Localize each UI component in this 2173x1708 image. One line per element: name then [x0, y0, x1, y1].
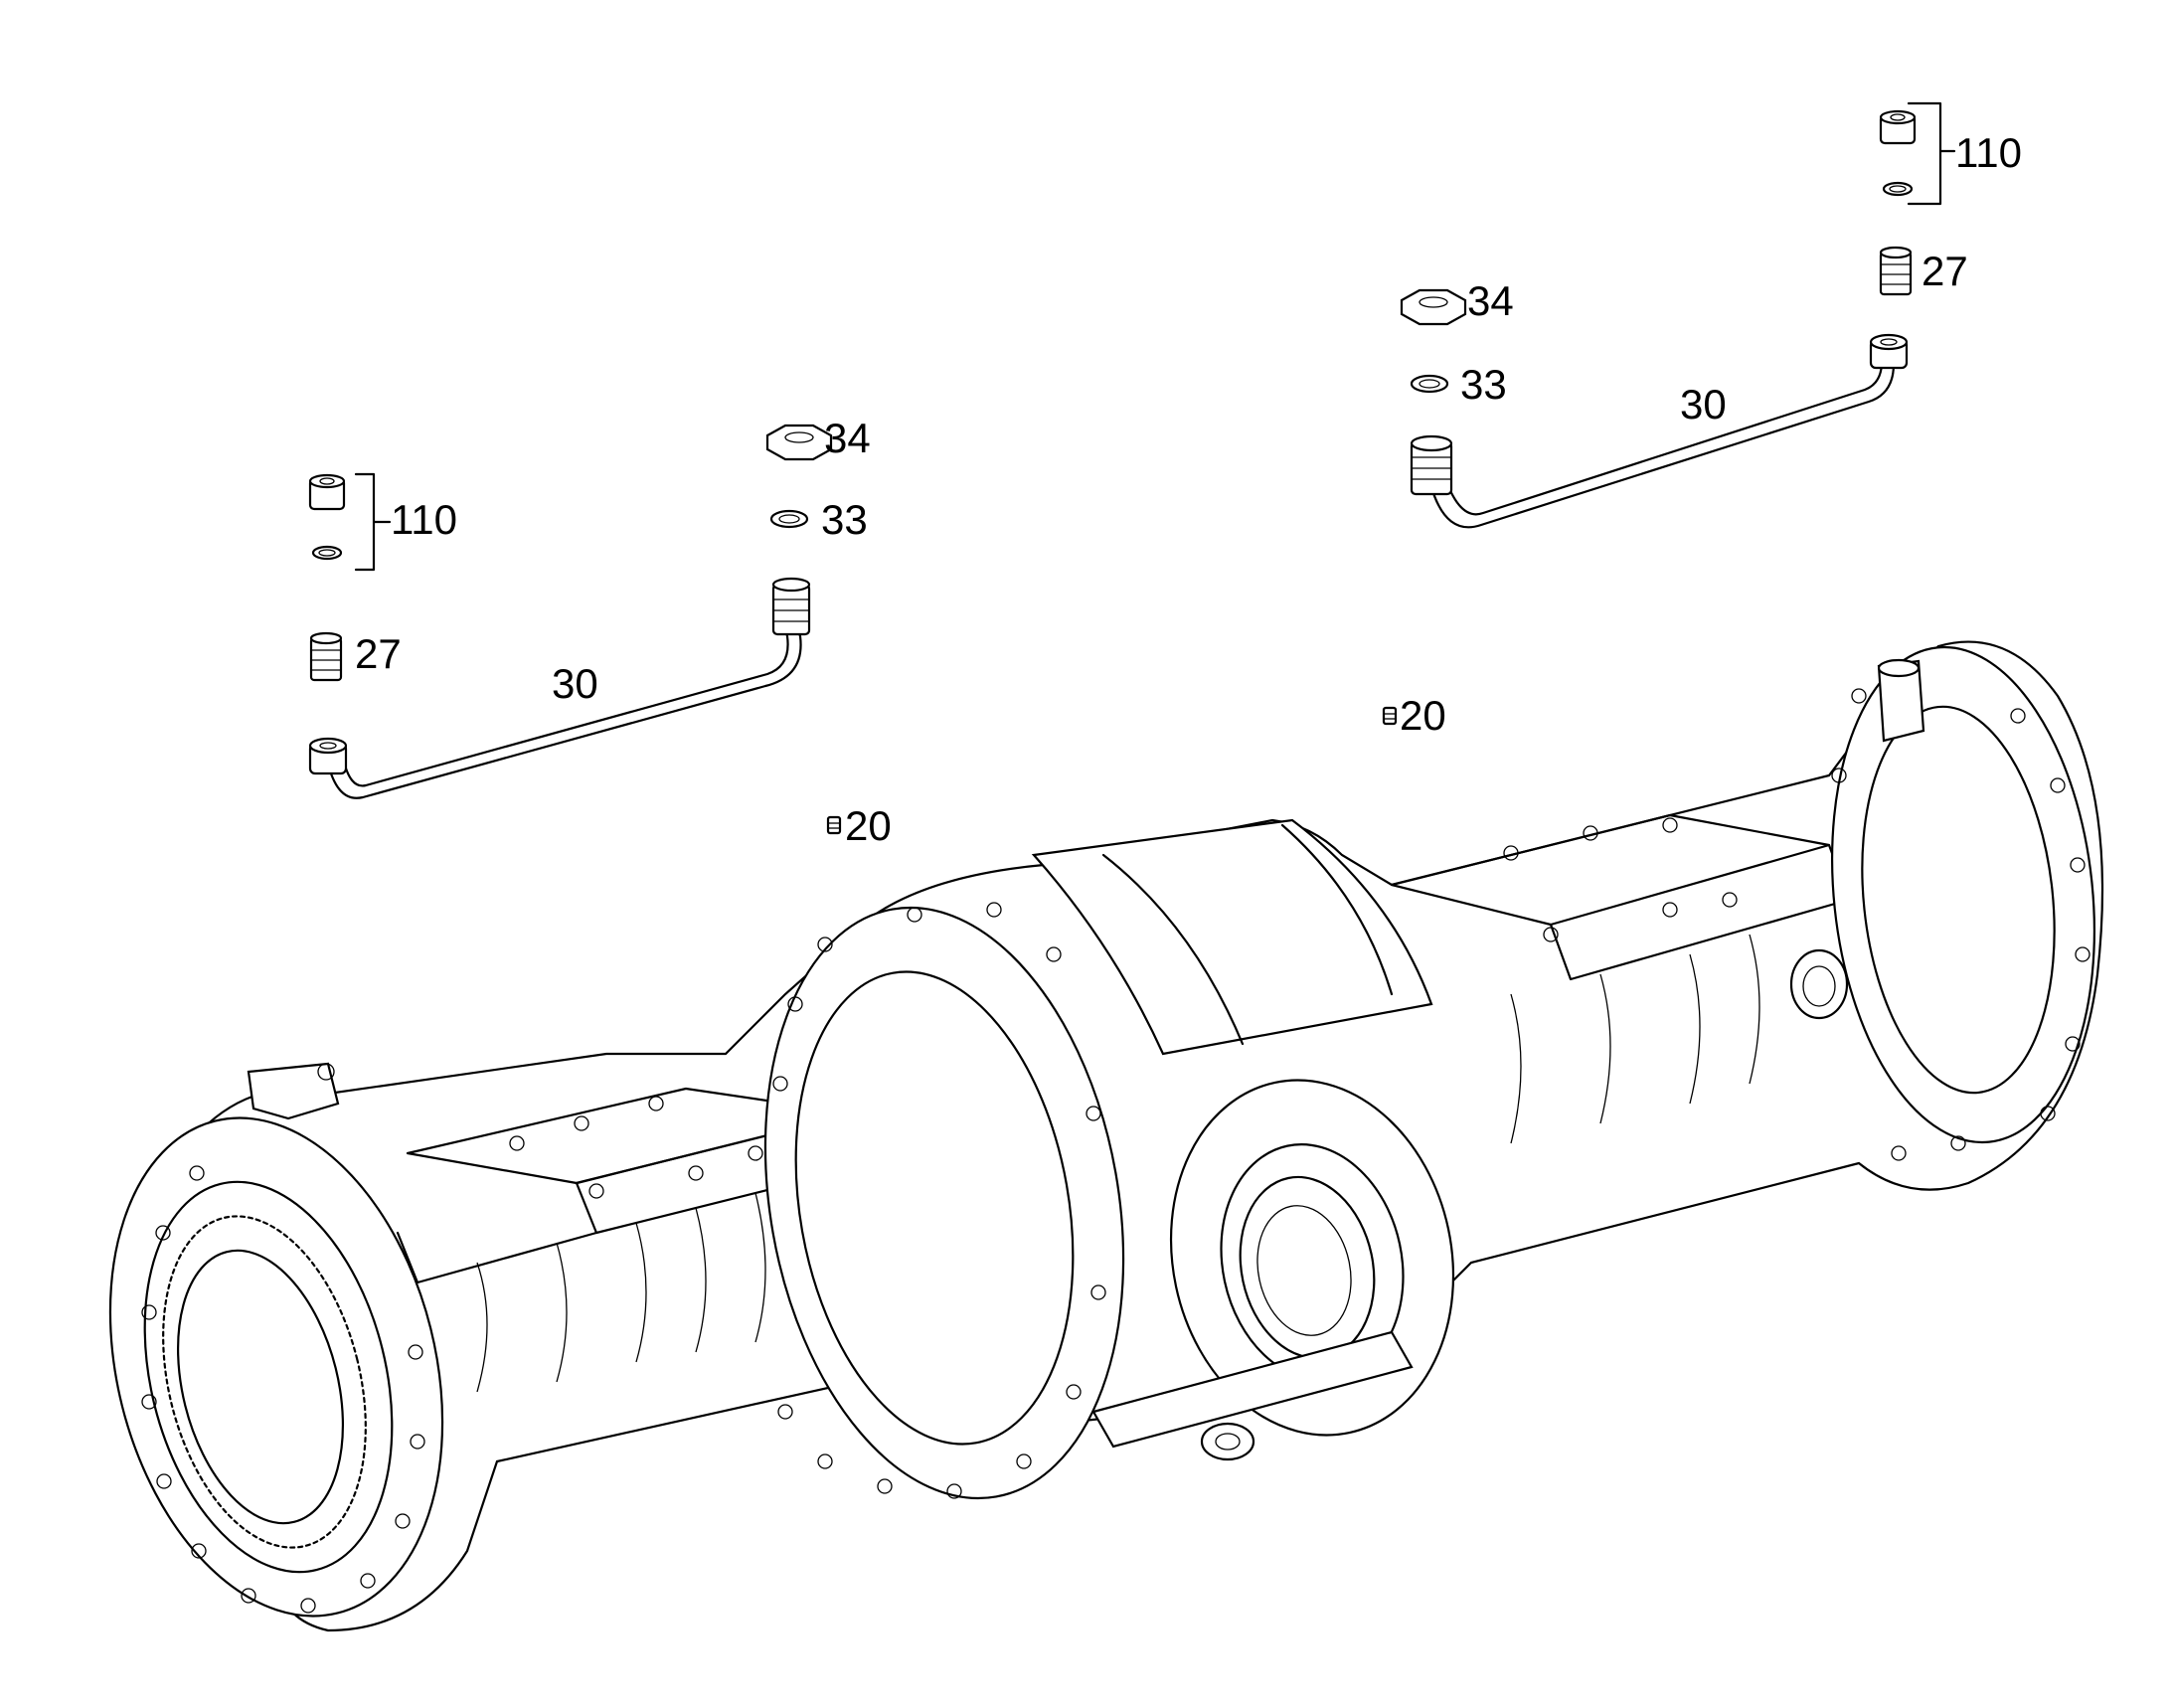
callout-34-right: 34 [1467, 277, 1514, 324]
callout-110-right: 110 [1955, 129, 2022, 176]
left-seal-ring [311, 545, 343, 561]
left-hex-nut-34 [765, 424, 833, 461]
axle-housing [108, 640, 2104, 1632]
callout-33-left: 33 [821, 496, 868, 543]
right-flange-bolts [1831, 688, 2090, 1161]
right-110-bracket [1907, 101, 1956, 206]
right-bleeder-20 [1382, 706, 1398, 726]
left-bleeder-20 [826, 815, 842, 835]
right-brake-pipe-30 [1410, 333, 1909, 529]
callout-30-right: 30 [1680, 381, 1727, 427]
left-brake-pipe-30 [308, 577, 811, 799]
right-o-ring-33 [1410, 374, 1449, 394]
callout-33-right: 33 [1460, 361, 1507, 408]
left-connector-27 [309, 631, 343, 682]
left-flange-bolts [141, 1165, 425, 1614]
right-seal-ring [1882, 181, 1914, 197]
left-110-bracket [354, 472, 392, 572]
right-hex-nut-34 [1400, 288, 1467, 326]
left-screw-plug [308, 473, 346, 511]
callout-30-left: 30 [552, 660, 598, 707]
callout-110-left: 110 [391, 496, 457, 543]
left-o-ring-33 [769, 509, 809, 529]
callout-34-left: 34 [824, 415, 871, 461]
callout-27-left: 27 [355, 630, 402, 677]
center-flange-bolts [772, 902, 1106, 1499]
right-screw-plug [1879, 109, 1917, 145]
callout-20-left: 20 [845, 802, 892, 849]
callout-20-right: 20 [1400, 692, 1446, 739]
callout-27-right: 27 [1922, 248, 1968, 294]
right-connector-27 [1879, 246, 1913, 296]
